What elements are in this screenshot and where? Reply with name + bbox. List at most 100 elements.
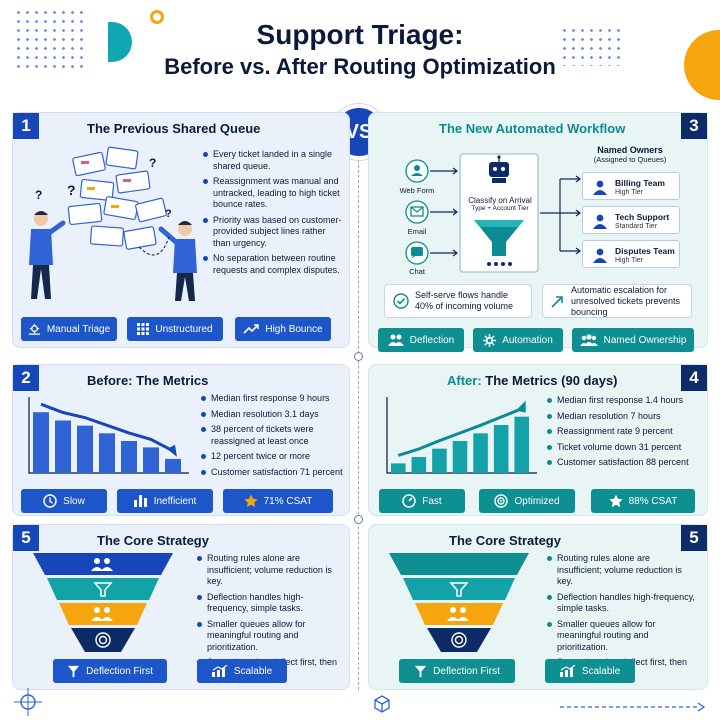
list-item: Deflection handles high-frequency, simpl… [197,592,343,615]
panel-before-metrics: 2 Before: The Metrics Median first respo… [12,364,350,516]
panel-core-strategy-left: 5 The Core Strategy Routing rules alone … [12,524,350,690]
button-label: Slow [63,495,85,507]
fast-button[interactable]: Fast [379,489,465,513]
routing-arrows [540,175,581,255]
bar [432,448,447,473]
strategy-funnel [33,553,173,652]
button-label: Named Ownership [603,334,687,346]
classifier-box [459,153,539,273]
bar [473,433,488,473]
person-left [29,211,66,299]
star-icon [609,494,623,508]
channel-label-chat: Chat [409,267,425,276]
panel-number: 1 [13,113,39,139]
list-item: Routing rules alone are insufficient; vo… [197,553,343,588]
escalation-arrow-icon [551,296,563,308]
trend-line [40,402,174,453]
bar [411,457,427,473]
scalable-button[interactable]: Scalable [545,659,635,683]
button-label: Deflection First [433,665,500,677]
list-item: Deflection handles high-frequency, simpl… [547,592,697,615]
bar [493,425,509,473]
panel-number: 5 [681,525,707,551]
panel-title: The Core Strategy [97,533,209,548]
trend-line [397,407,523,457]
filter-icon [415,665,427,677]
deflection-first-button[interactable]: Deflection First [53,659,167,683]
button-label: Manual Triage [46,323,111,335]
divider-dot [354,352,363,361]
grid-icon [137,323,150,335]
people-icon [91,558,113,571]
panel-title: The Previous Shared Queue [87,121,261,136]
bar [77,425,93,473]
bar [165,458,181,473]
csat-before-button[interactable]: 71% CSAT [223,489,333,513]
divider-dot [354,515,363,524]
page-title: Support Triage: Before vs. After Routing… [164,19,556,79]
previous-queue-bullets: Every ticket landed in a single shared q… [203,149,343,280]
list-item: Reassignment rate 9 percent [547,426,697,438]
deflection-button[interactable]: Deflection [378,328,464,352]
manual-triage-button[interactable]: Manual Triage [21,317,117,341]
list-item: Reassignment was manual and untracked, l… [203,176,343,211]
button-label: Automation [502,334,553,346]
check-circle-icon [393,293,409,309]
trend-arrowhead [167,444,177,457]
unstructured-button[interactable]: Unstructured [127,317,223,341]
automation-button[interactable]: Automation [473,328,563,352]
panel-previous-queue: 1 The Previous Shared Queue ? ? ? ? [12,112,350,348]
person-icon [593,214,607,229]
chaos-illustration: ? ? ? ? [29,146,197,301]
deflection-first-button[interactable]: Deflection First [399,659,515,683]
list-item: 38 percent of tickets were reassigned at… [201,424,343,447]
filter-icon [449,582,469,597]
named-ownership-button[interactable]: Named Ownership [572,328,694,352]
star-icon [244,494,258,508]
slow-button[interactable]: Slow [21,489,107,513]
panel-title: After: The Metrics (90 days) [447,373,618,388]
list-item: Routing rules alone are insufficient; vo… [547,553,697,588]
person-right [158,221,197,301]
escalation-note: Automatic escalation for unresolved tick… [542,284,692,318]
classify-label: Classify on Arrival Type + Account Tier [468,196,532,212]
high-bounce-button[interactable]: High Bounce [235,317,331,341]
bar [452,441,468,473]
bar [143,447,159,473]
robot-icon [489,155,509,183]
list-item: Median resolution 7 hours [547,411,697,423]
strategy-funnel [389,553,529,652]
dashed-arrow [560,702,706,712]
csat-after-button[interactable]: 88% CSAT [591,489,695,513]
svg-text:?: ? [149,156,156,170]
panel-title: The New Automated Workflow [439,121,626,136]
list-item: 12 percent twice or more [201,451,343,463]
target-icon [451,632,467,648]
button-label: Scalable [581,665,621,677]
list-item: No separation between routine requests a… [203,253,343,276]
filter-icon [93,582,113,597]
panel-title: Before: The Metrics [87,373,209,388]
target-icon [494,494,509,508]
scalable-button[interactable]: Scalable [197,659,287,683]
clock-icon [43,494,57,508]
bar [121,441,137,473]
button-label: Scalable [233,665,273,677]
inefficient-button[interactable]: Inefficient [117,489,213,513]
bar [33,412,49,473]
before-bar-graphic [28,397,189,474]
channel-label-web: Web Form [399,186,435,195]
list-item: Every ticket landed in a single shared q… [203,149,343,172]
svg-text:?: ? [35,188,42,202]
flying-tickets [67,146,167,250]
team-icon [91,607,113,621]
target-icon [95,632,111,648]
button-label: Inefficient [153,495,197,507]
list-item: Smaller queues allow for meaningful rout… [197,619,343,654]
button-label: 71% CSAT [263,495,313,507]
team-icon [447,607,469,621]
channel-label-email: Email [407,227,427,236]
optimized-button[interactable]: Optimized [479,489,575,513]
panel-title: The Core Strategy [449,533,561,548]
list-item: Smaller queues allow for meaningful rout… [547,619,697,654]
